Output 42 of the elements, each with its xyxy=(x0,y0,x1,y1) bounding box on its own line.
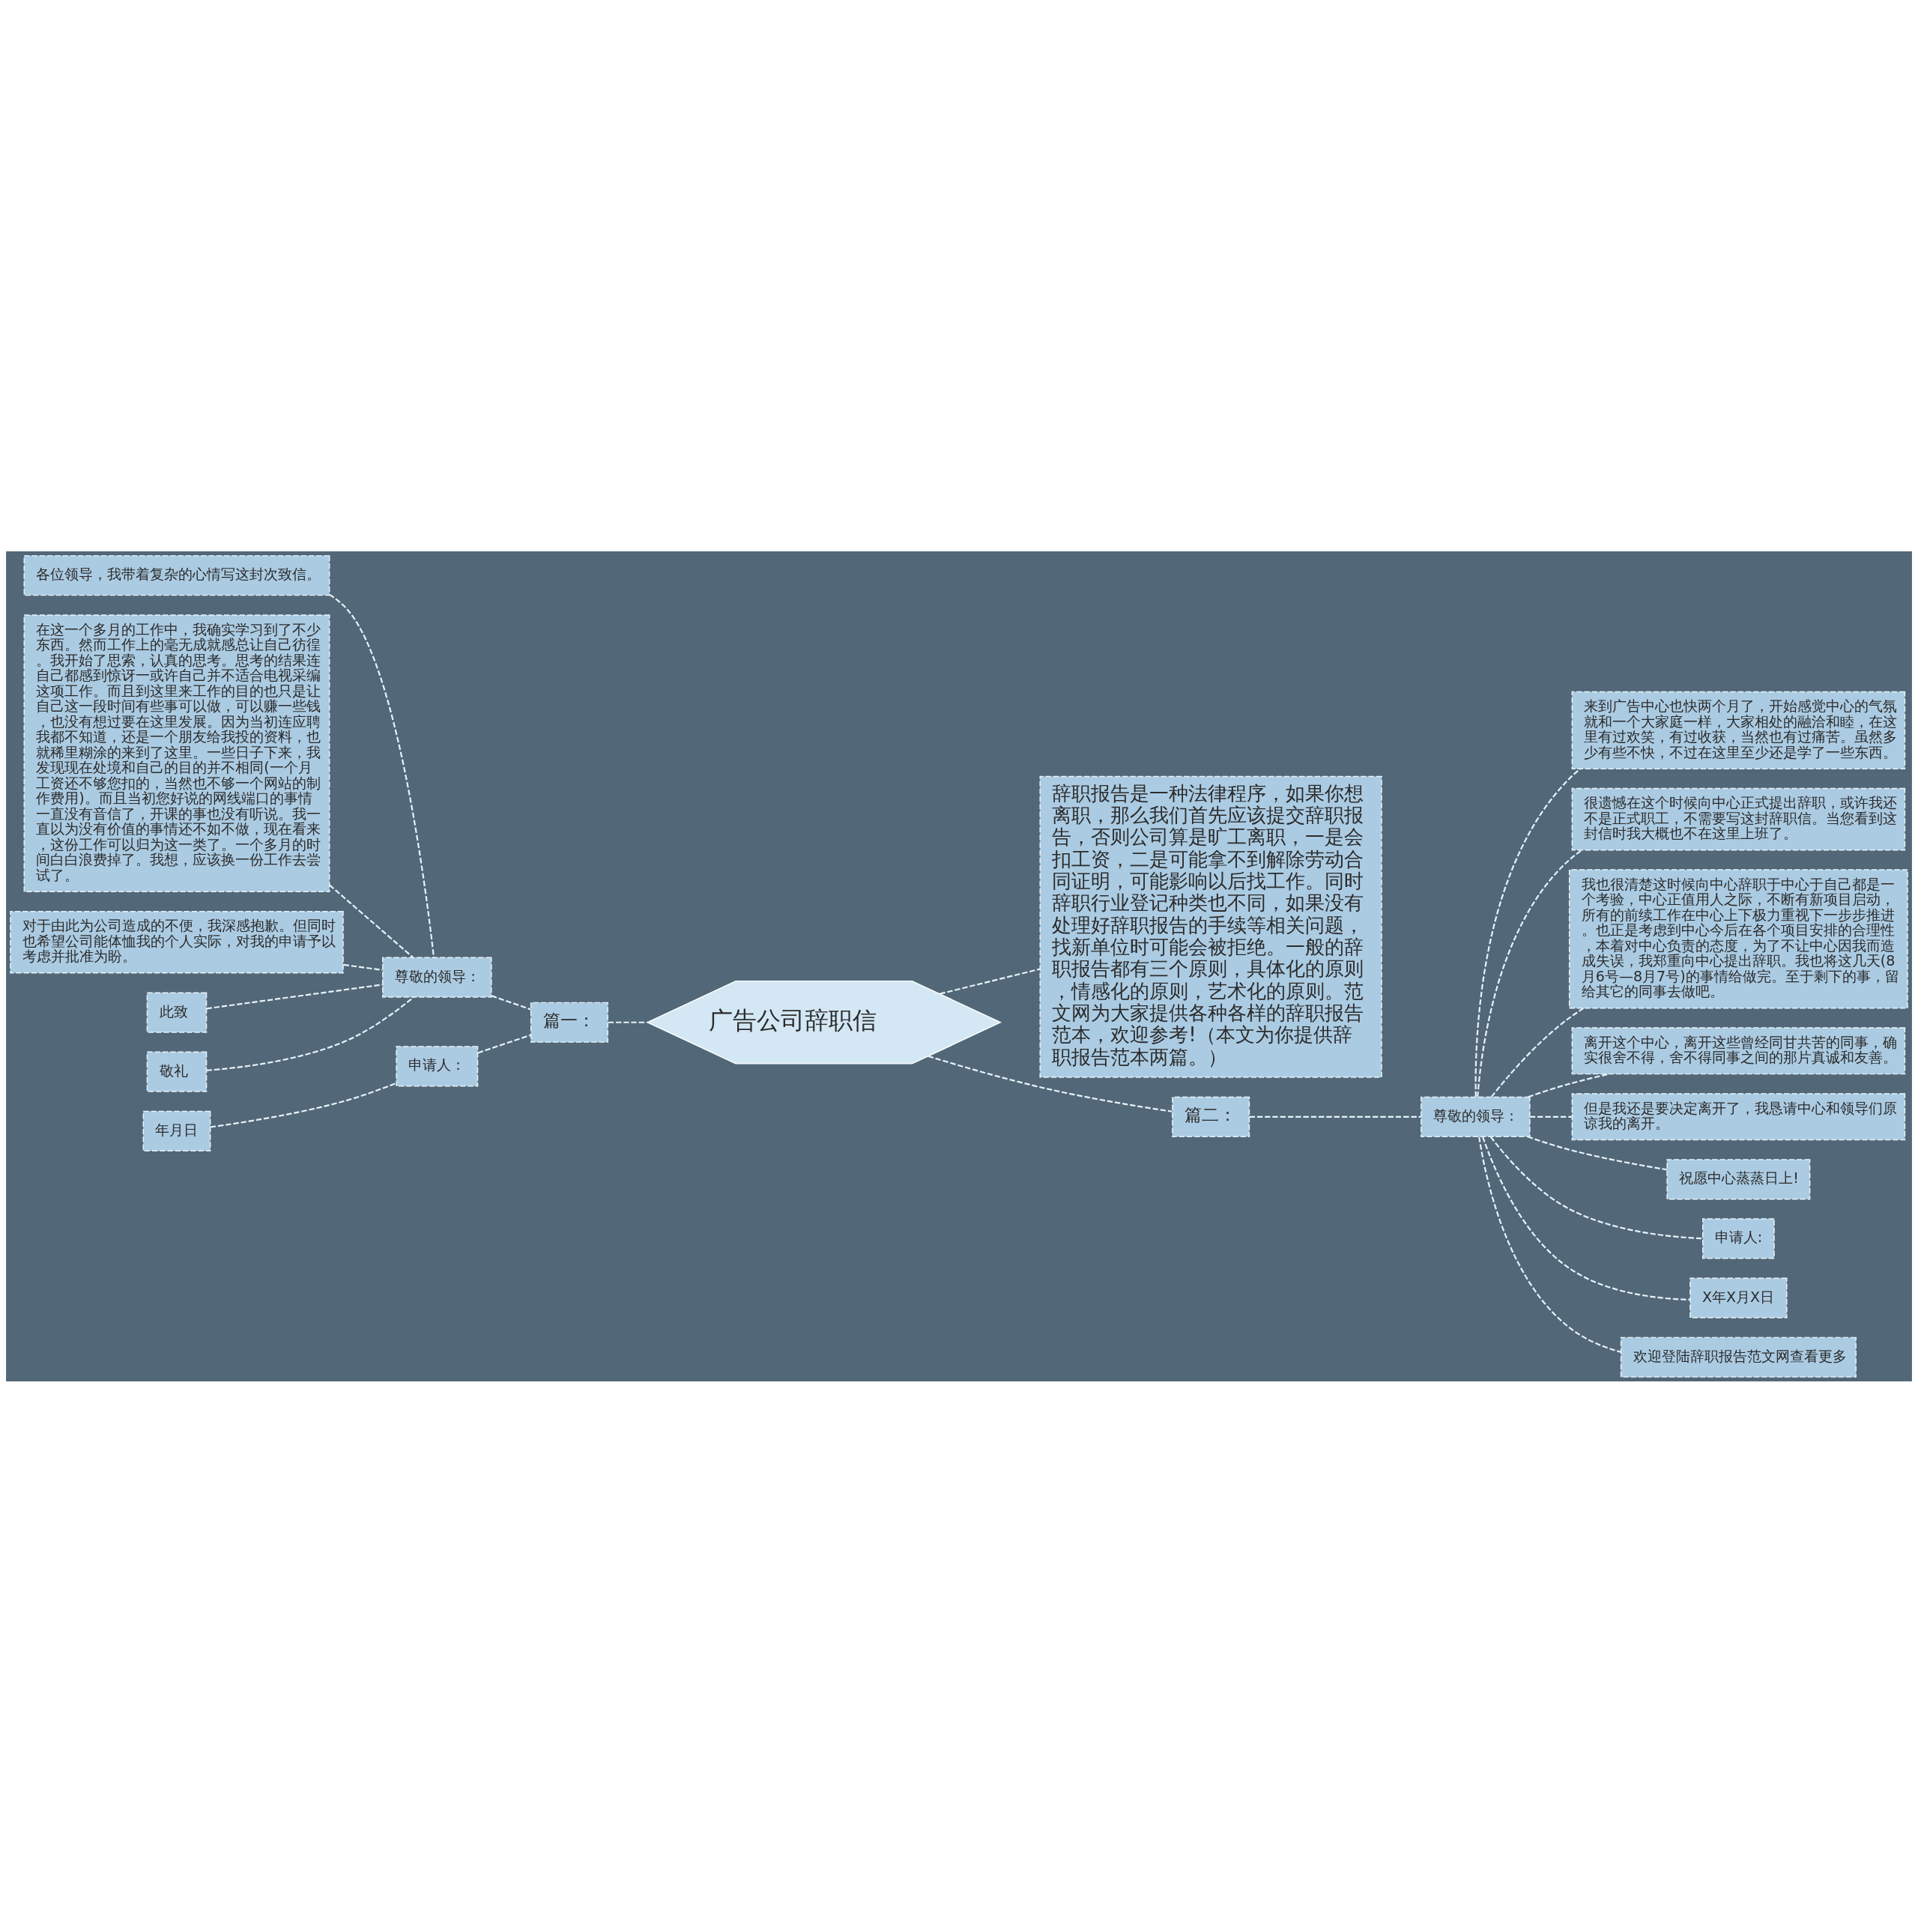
connector xyxy=(1489,1136,1703,1239)
connector xyxy=(206,983,383,1009)
connector xyxy=(1249,1115,1421,1118)
connector xyxy=(1528,1073,1609,1097)
node-box: 很遗憾在这个时候向中心正式提出辞职，或许我还不是正式职工，不需要写这封辞职信。当您看到这封信时我大概也不在这里上班了。 xyxy=(1571,787,1906,850)
connector xyxy=(1477,849,1582,1097)
node-box: X年X月X日 xyxy=(1689,1277,1788,1318)
node-box: 对于由此为公司造成的不便，我深感抱歉。但同时也希望公司能体恤我的个人实际，对我的申请予以考虑并批准为盼。 xyxy=(10,910,344,974)
node-box: 尊敬的领导： xyxy=(1421,1096,1531,1137)
node-box: 辞职报告是一种法律程序，如果你想离职，那么我们首先应该提交辞职报告，否则公司算是旷工离职，一是会扣工资，二是可能拿不到解除劳动合同证明，可能影响以后找工作。同时辞职行业登记种类也不同，如果没有处理好辞职报告的手续等相关问题，找新单位时可能会被拒绝。一般的辞职报告都有三个原则，具体化的原则，情感化的原则，艺术化的原则。范文网为大家提供各种各样的辞职报告范本，欢迎参考!（本文为你提供辞职报告范本两篇。） xyxy=(1039,775,1382,1078)
node-box: 离开这个中心，离开这些曾经同甘共苦的同事，确实很舍不得，舍不得同事之间的那片真诚和友善。 xyxy=(1571,1026,1906,1074)
connector xyxy=(1482,1136,1690,1300)
node-box: 篇二： xyxy=(1172,1096,1250,1137)
connector xyxy=(210,1082,397,1127)
connector xyxy=(329,884,414,958)
connector xyxy=(940,967,1041,995)
node-box: 此致 xyxy=(146,991,208,1033)
connector xyxy=(329,593,435,957)
node-box: 尊敬的领导： xyxy=(382,957,492,998)
node-box: 年月日 xyxy=(142,1110,211,1151)
connector xyxy=(491,994,531,1010)
connector xyxy=(1530,1115,1572,1118)
connector xyxy=(1527,1135,1668,1170)
node-box: 在这一个多月的工作中，我确实学习到了不少东西。然而工作上的毫无成就感总让自己彷徨。我开始了思索，认真的思考。思考的结果连自己都感到惊讶一或许自己并不适合电视采编这项工作。而且到这里来工作的目的也只是让自己这一段时间有些事可以做，可以赚一些钱，也没有想过要在这里发展。因为当初连应聘我都不知道，还是一个朋友给我投的资料，也就稀里糊涂的来到了这里。一些日子下来，我发现现在处境和自己的目的并不相同(一个月工资还不够您扣的，当然也不够一个网站的制作费用)。而且当初您好说的网线端口的事情一直没有音信了，开课的事也没有听说。我一直以为没有价值的事情还不如不做，现在看来，这份工作可以归为这一类了。一个多月的时间白白浪费掉了。我想，应该换一份工作去尝试了。 xyxy=(23,614,330,892)
connector xyxy=(343,963,383,971)
node-box: 但是我还是要决定离开了，我恳请中心和领导们原谅我的离开。 xyxy=(1571,1092,1906,1140)
node-box: 申请人： xyxy=(396,1045,479,1086)
connector xyxy=(608,1021,648,1023)
node-box: 申请人: xyxy=(1702,1217,1775,1259)
connector xyxy=(1490,1007,1585,1097)
connector xyxy=(1474,768,1581,1097)
node-box: 各位领导，我带着复杂的心情写这封次致信。 xyxy=(23,554,330,596)
connector xyxy=(477,1034,531,1053)
node-box: 我也很清楚这时候向中心辞职于中心于自己都是一个考验，中心正值用人之际，不断有新项目启动，所有的前续工作在中心上下极力重视下一步步推进。也正是考虑到中心今后在各个项目安排的合理性，本着对中心负责的态度，为了不让中心因我而造成失误，我郑重向中心提出辞职。我也将这几天(8月6号—8月7号)的事情给做完。至于剩下的事，留给其它的同事去做吧。 xyxy=(1568,868,1908,1008)
connector xyxy=(206,996,414,1071)
node-box: 欢迎登陆辞职报告范文网查看更多 xyxy=(1620,1336,1857,1378)
node-box: 篇一： xyxy=(530,1002,608,1043)
connector xyxy=(928,1055,1173,1112)
node-box: 来到广告中心也快两个月了，开始感觉中心的气氛就和一个大家庭一样，大家相处的融洽和睦，在这里有过欢笑，有过收获，当然也有过痛苦。虽然多少有些不快，不过在这里至少还是学了一些东西。 xyxy=(1571,691,1906,769)
node-box: 祝愿中心蒸蒸日上! xyxy=(1666,1158,1811,1199)
connector xyxy=(1478,1136,1621,1353)
node-box: 敬礼 xyxy=(146,1051,208,1092)
